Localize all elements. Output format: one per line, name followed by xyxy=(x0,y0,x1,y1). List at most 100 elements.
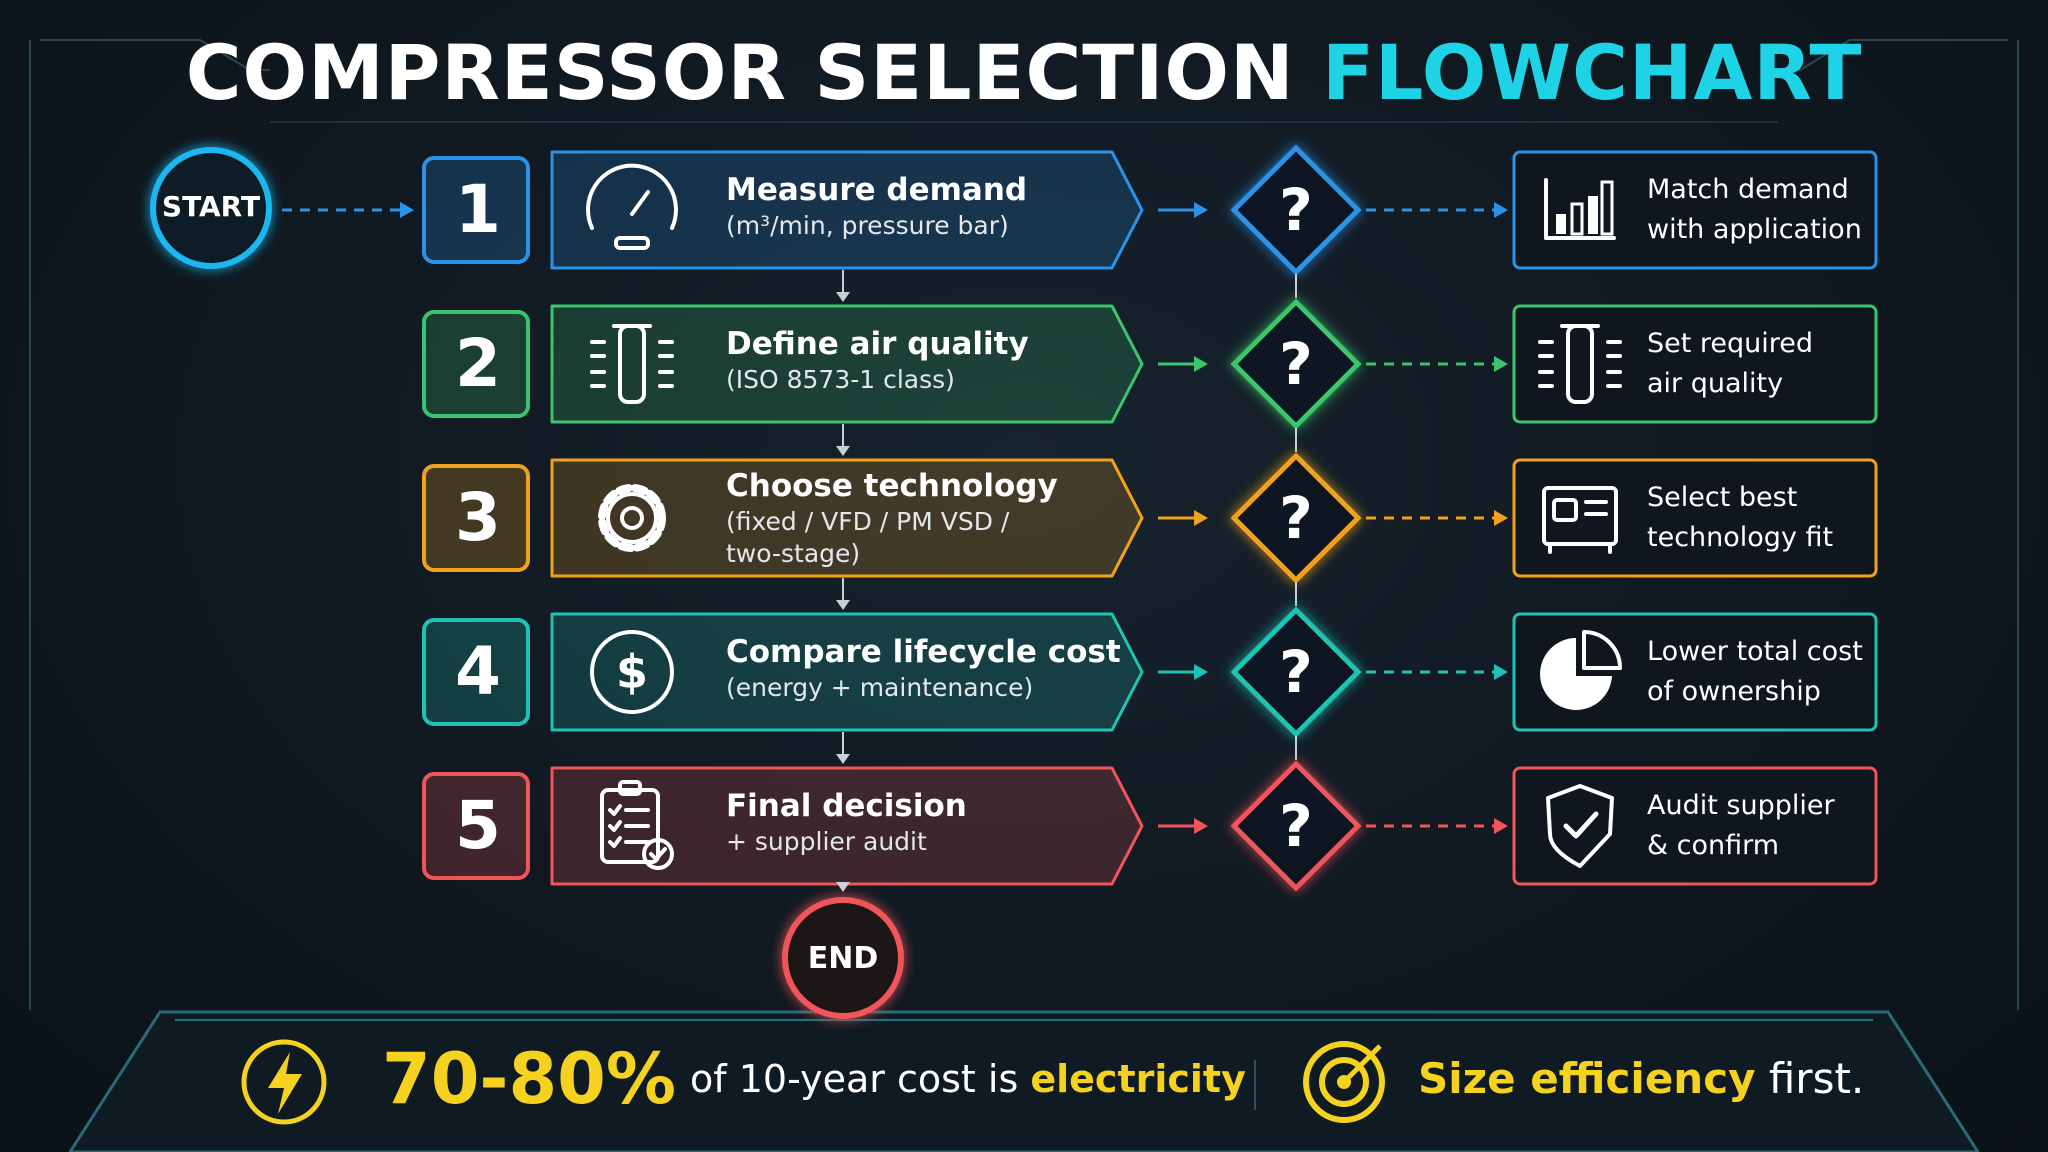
footer-tip: Size efficiency first. xyxy=(1418,1054,1864,1103)
clipboard-icon-check xyxy=(608,820,622,832)
result-line: of ownership xyxy=(1647,676,1821,707)
shield-icon-outline xyxy=(1546,784,1614,868)
title-main: COMPRESSOR SELECTION xyxy=(185,28,1295,117)
end-node-label: END xyxy=(807,941,879,976)
step-subtitle: (fixed / VFD / PM VSD / xyxy=(726,507,1010,536)
step-number-2: 2 xyxy=(455,325,501,402)
decision-diamond xyxy=(1230,760,1362,892)
gauge-icon xyxy=(586,163,678,250)
step-subtitle: (ISO 8573-1 class) xyxy=(726,365,955,394)
clipboard-icon-check xyxy=(608,836,622,848)
gauge-icon-base xyxy=(614,236,650,250)
step-title: Define air quality xyxy=(726,326,1029,362)
footer-frame xyxy=(68,1010,1980,1152)
flow-arrowhead xyxy=(836,446,850,456)
end-node xyxy=(782,897,904,1019)
target-icon-arrow xyxy=(1344,1044,1382,1082)
step-row-5 xyxy=(422,760,1878,892)
step-text-4: Compare lifecycle cost (energy + mainten… xyxy=(726,632,1121,704)
gear-icon-hub xyxy=(620,506,644,530)
footer-tip-text: first. xyxy=(1768,1054,1865,1103)
step-number-box xyxy=(422,618,530,726)
result-arrowhead xyxy=(1494,510,1508,526)
compressor-icon-body xyxy=(1542,486,1618,546)
result-line: Audit supplier xyxy=(1647,790,1835,821)
result-box xyxy=(1512,612,1878,732)
step-number-1: 1 xyxy=(455,171,501,248)
step-number-4: 4 xyxy=(455,633,501,710)
step-panel xyxy=(550,612,1144,732)
result-arrowhead xyxy=(1494,356,1508,372)
step-number-3: 3 xyxy=(455,479,501,556)
title-frame xyxy=(29,39,2019,1010)
step-subtitle: (energy + maintenance) xyxy=(726,673,1034,702)
lightning-icon-ring xyxy=(241,1039,327,1125)
pie-chart-icon-slice xyxy=(1540,638,1612,710)
clipboard-icon-check xyxy=(608,804,622,816)
bar-chart-icon-bar xyxy=(1588,196,1598,234)
end-node-ring xyxy=(782,897,904,1019)
checklist-clipboard-icon xyxy=(600,780,674,870)
start-node-label: START xyxy=(161,190,261,223)
step-title: Measure demand xyxy=(726,172,1028,208)
bar-chart-icon xyxy=(1544,178,1616,240)
footer-stat-value: 70-80% xyxy=(382,1038,677,1120)
decision-diamond xyxy=(1230,298,1362,430)
shield-check-icon xyxy=(1546,784,1614,868)
gear-icon-teeth xyxy=(598,484,666,552)
step-title: Compare lifecycle cost xyxy=(726,634,1121,670)
step-subtitle: + supplier audit xyxy=(726,827,927,856)
decision-qmark-2: ? xyxy=(1279,330,1313,398)
flow-arrowhead xyxy=(836,754,850,764)
step-title: Final decision xyxy=(726,788,967,824)
target-icon-middle xyxy=(1319,1057,1369,1107)
decision-diamond xyxy=(1230,452,1362,584)
result-line: Match demand xyxy=(1647,174,1849,205)
result-line: Select best xyxy=(1647,482,1798,513)
decision-qmark-1: ? xyxy=(1279,176,1313,244)
result-line: technology fit xyxy=(1647,522,1834,553)
footer-stat-text: of 10-year cost is xyxy=(690,1057,1019,1101)
footer-stat-highlight: electricity xyxy=(1030,1057,1246,1101)
start-arrowhead xyxy=(400,202,414,218)
decision-qmark-3: ? xyxy=(1279,484,1313,552)
compressor-unit-icon xyxy=(1542,486,1618,554)
panel-arrowhead xyxy=(1194,510,1208,526)
start-node-ring xyxy=(150,147,272,269)
dollar-icon-ring xyxy=(590,630,674,714)
target-icon-outer xyxy=(1303,1041,1385,1123)
panel-arrowhead xyxy=(1194,818,1208,834)
gauge-icon-needle xyxy=(630,190,650,216)
step-row-3 xyxy=(422,452,1878,610)
step-subtitle: (m³/min, pressure bar) xyxy=(726,211,1009,240)
shield-icon-check xyxy=(1563,811,1599,839)
step-panel xyxy=(550,458,1144,578)
result-arrowhead xyxy=(1494,664,1508,680)
step-row-4: $ xyxy=(422,606,1878,764)
step-panel xyxy=(550,766,1144,886)
decision-diamond xyxy=(1230,606,1362,738)
clipboard-icon-badge-check xyxy=(649,847,667,861)
pie-chart-icon-slice-outline xyxy=(1582,630,1622,670)
page-title: COMPRESSOR SELECTION FLOWCHART xyxy=(0,28,2048,117)
step-number-box xyxy=(422,156,530,264)
pie-chart-icon xyxy=(1540,630,1622,710)
gear-icon-body xyxy=(606,492,658,544)
result-line: & confirm xyxy=(1647,830,1780,861)
bar-chart-icon-bar xyxy=(1570,202,1584,236)
result-line: Set required xyxy=(1647,328,1814,359)
bar-chart-icon-bar xyxy=(1600,180,1614,236)
step-number-5: 5 xyxy=(455,787,501,864)
step-panel xyxy=(550,150,1144,270)
step-text-5: Final decision + supplier audit xyxy=(726,786,967,858)
title-highlight: FLOWCHART xyxy=(1322,28,1863,117)
result-box xyxy=(1512,304,1878,424)
filter-cartridge-icon xyxy=(1538,324,1622,404)
panel-arrowhead xyxy=(1194,202,1208,218)
target-icon xyxy=(1303,1041,1385,1123)
lightning-icon-bolt xyxy=(268,1052,302,1114)
footer-stat: 70-80% of 10-year cost is electricity xyxy=(382,1038,1246,1120)
step-text-2: Define air quality (ISO 8573-1 class) xyxy=(726,324,1029,396)
